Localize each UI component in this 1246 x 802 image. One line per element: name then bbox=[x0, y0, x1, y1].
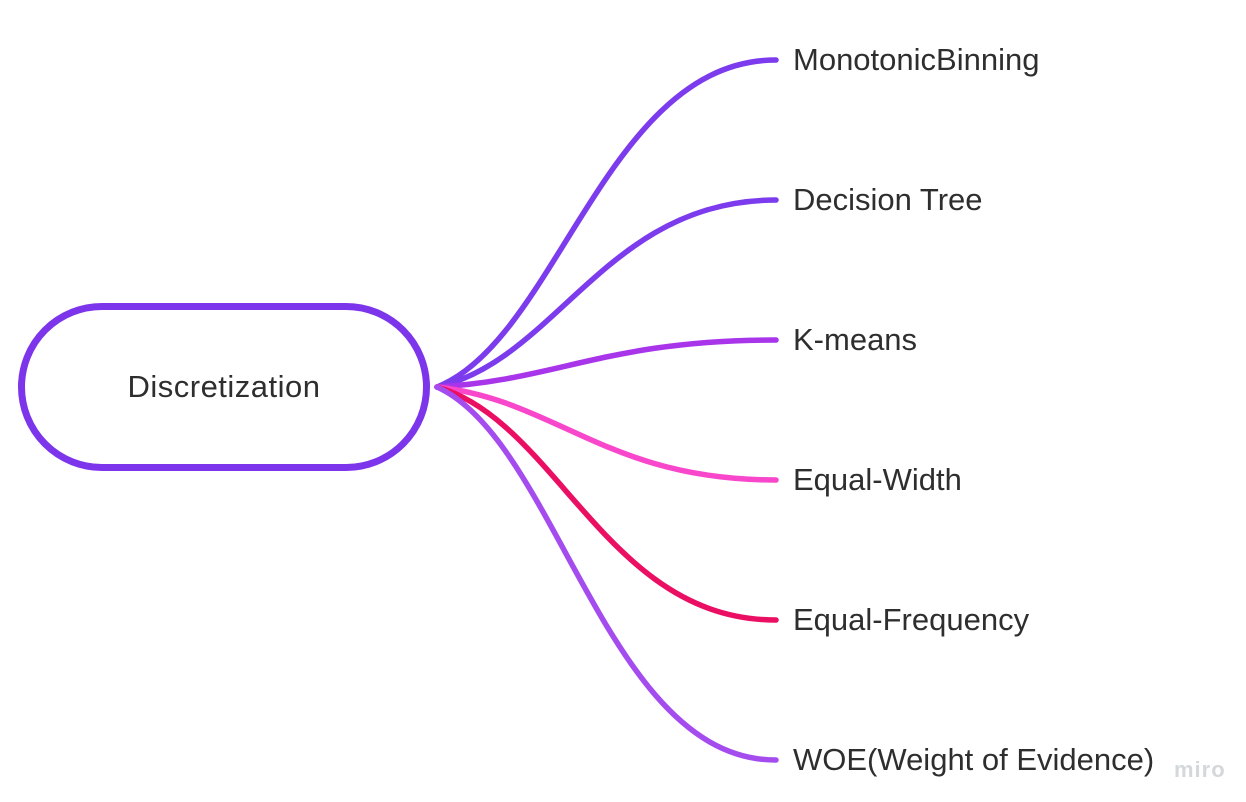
root-node-discretization[interactable]: Discretization bbox=[18, 303, 430, 471]
branch-label-5[interactable]: WOE(Weight of Evidence) bbox=[793, 742, 1155, 777]
branch-curve-2 bbox=[434, 337, 779, 390]
miro-watermark: miro bbox=[1174, 757, 1226, 782]
branch-curve-1 bbox=[434, 197, 779, 390]
branch-curve-5 bbox=[434, 384, 779, 763]
branch-label-4[interactable]: Equal-Frequency bbox=[793, 602, 1030, 637]
branch-label-1[interactable]: Decision Tree bbox=[793, 182, 983, 217]
branch-label-0[interactable]: MonotonicBinning bbox=[793, 42, 1040, 77]
branch-curve-3 bbox=[434, 384, 779, 483]
branch-label-2[interactable]: K-means bbox=[793, 322, 918, 357]
branch-curve-4 bbox=[434, 384, 779, 623]
branch-label-3[interactable]: Equal-Width bbox=[793, 462, 962, 497]
branch-curve-0 bbox=[434, 57, 779, 390]
root-node-label: Discretization bbox=[127, 369, 321, 404]
